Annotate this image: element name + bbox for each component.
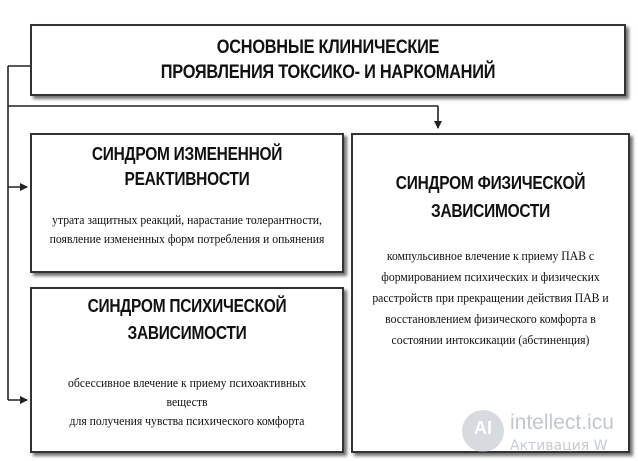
watermark-overlay-text: Активация W [510,438,608,454]
physical-dependence-title-line2: ЗАВИСИМОСТИ [431,201,550,221]
physical-dependence-desc-line5: состоянии интоксикации (абстиненция) [391,332,590,347]
physical-dependence-description: компульсивное влечение к приему ПАВ с фо… [367,245,615,350]
psychological-dependence-title: СИНДРОМ ПСИХИЧЕСКОЙ ЗАВИСИМОСТИ [54,289,321,347]
altered-reactivity-description: утрата защитных реакций, нарастание толе… [48,210,327,248]
physical-dependence-title-line1: СИНДРОМ ФИЗИЧЕСКОЙ [395,173,586,193]
altered-reactivity-box: СИНДРОМ ИЗМЕНЕННОЙ РЕАКТИВНОСТИ утрата з… [30,133,344,273]
psychological-dependence-desc-line1: обсессивное влечение к приему психоактив… [68,375,306,409]
physical-dependence-desc-line1: компульсивное влечение к приему ПАВ с [386,248,595,263]
psychological-dependence-title-line1: СИНДРОМ ПСИХИЧЕСКОЙ [87,296,287,316]
physical-dependence-title: СИНДРОМ ФИЗИЧЕСКОЙ ЗАВИСИМОСТИ [372,135,609,225]
header-box: ОСНОВНЫЕ КЛИНИЧЕСКИЕ ПРОЯВЛЕНИЯ ТОКСИКО-… [30,24,626,96]
header-title: ОСНОВНЫЕ КЛИНИЧЕСКИЕ ПРОЯВЛЕНИЯ ТОКСИКО-… [73,26,582,85]
watermark: AI intellect.icu Активация W [462,407,638,461]
psychological-dependence-description: обсессивное влечение к приему психоактив… [48,373,327,430]
altered-reactivity-title-line1: СИНДРОМ ИЗМЕНЕННОЙ [91,144,283,164]
watermark-logo-letter: AI [474,418,492,438]
psychological-dependence-title-line2: ЗАВИСИМОСТИ [127,323,247,343]
header-title-line2: ПРОЯВЛЕНИЯ ТОКСИКО- И НАРКОМАНИЙ [160,62,496,83]
psychological-dependence-box: СИНДРОМ ПСИХИЧЕСКОЙ ЗАВИСИМОСТИ обсессив… [30,287,344,453]
physical-dependence-desc-line2: формированием психических и физических [381,269,600,284]
physical-dependence-box: СИНДРОМ ФИЗИЧЕСКОЙ ЗАВИСИМОСТИ компульси… [351,133,630,453]
physical-dependence-desc-line3: расстройств при прекращении действия ПАВ… [372,290,609,305]
header-title-line1: ОСНОВНЫЕ КЛИНИЧЕСКИЕ [216,37,440,58]
altered-reactivity-title-line2: РЕАКТИВНОСТИ [124,169,250,189]
watermark-logo-icon: AI [462,410,504,452]
physical-dependence-desc-line4: восстановлением физического комфорта в [385,311,596,326]
altered-reactivity-title: СИНДРОМ ИЗМЕНЕННОЙ РЕАКТИВНОСТИ [54,135,321,192]
watermark-site: intellect.icu [510,411,614,434]
psychological-dependence-desc-line2: для получения чувства психического комфо… [69,413,305,428]
altered-reactivity-desc-line1: утрата защитных реакций, нарастание толе… [52,212,322,227]
altered-reactivity-desc-line2: появление измененных форм потребления и … [49,231,325,246]
